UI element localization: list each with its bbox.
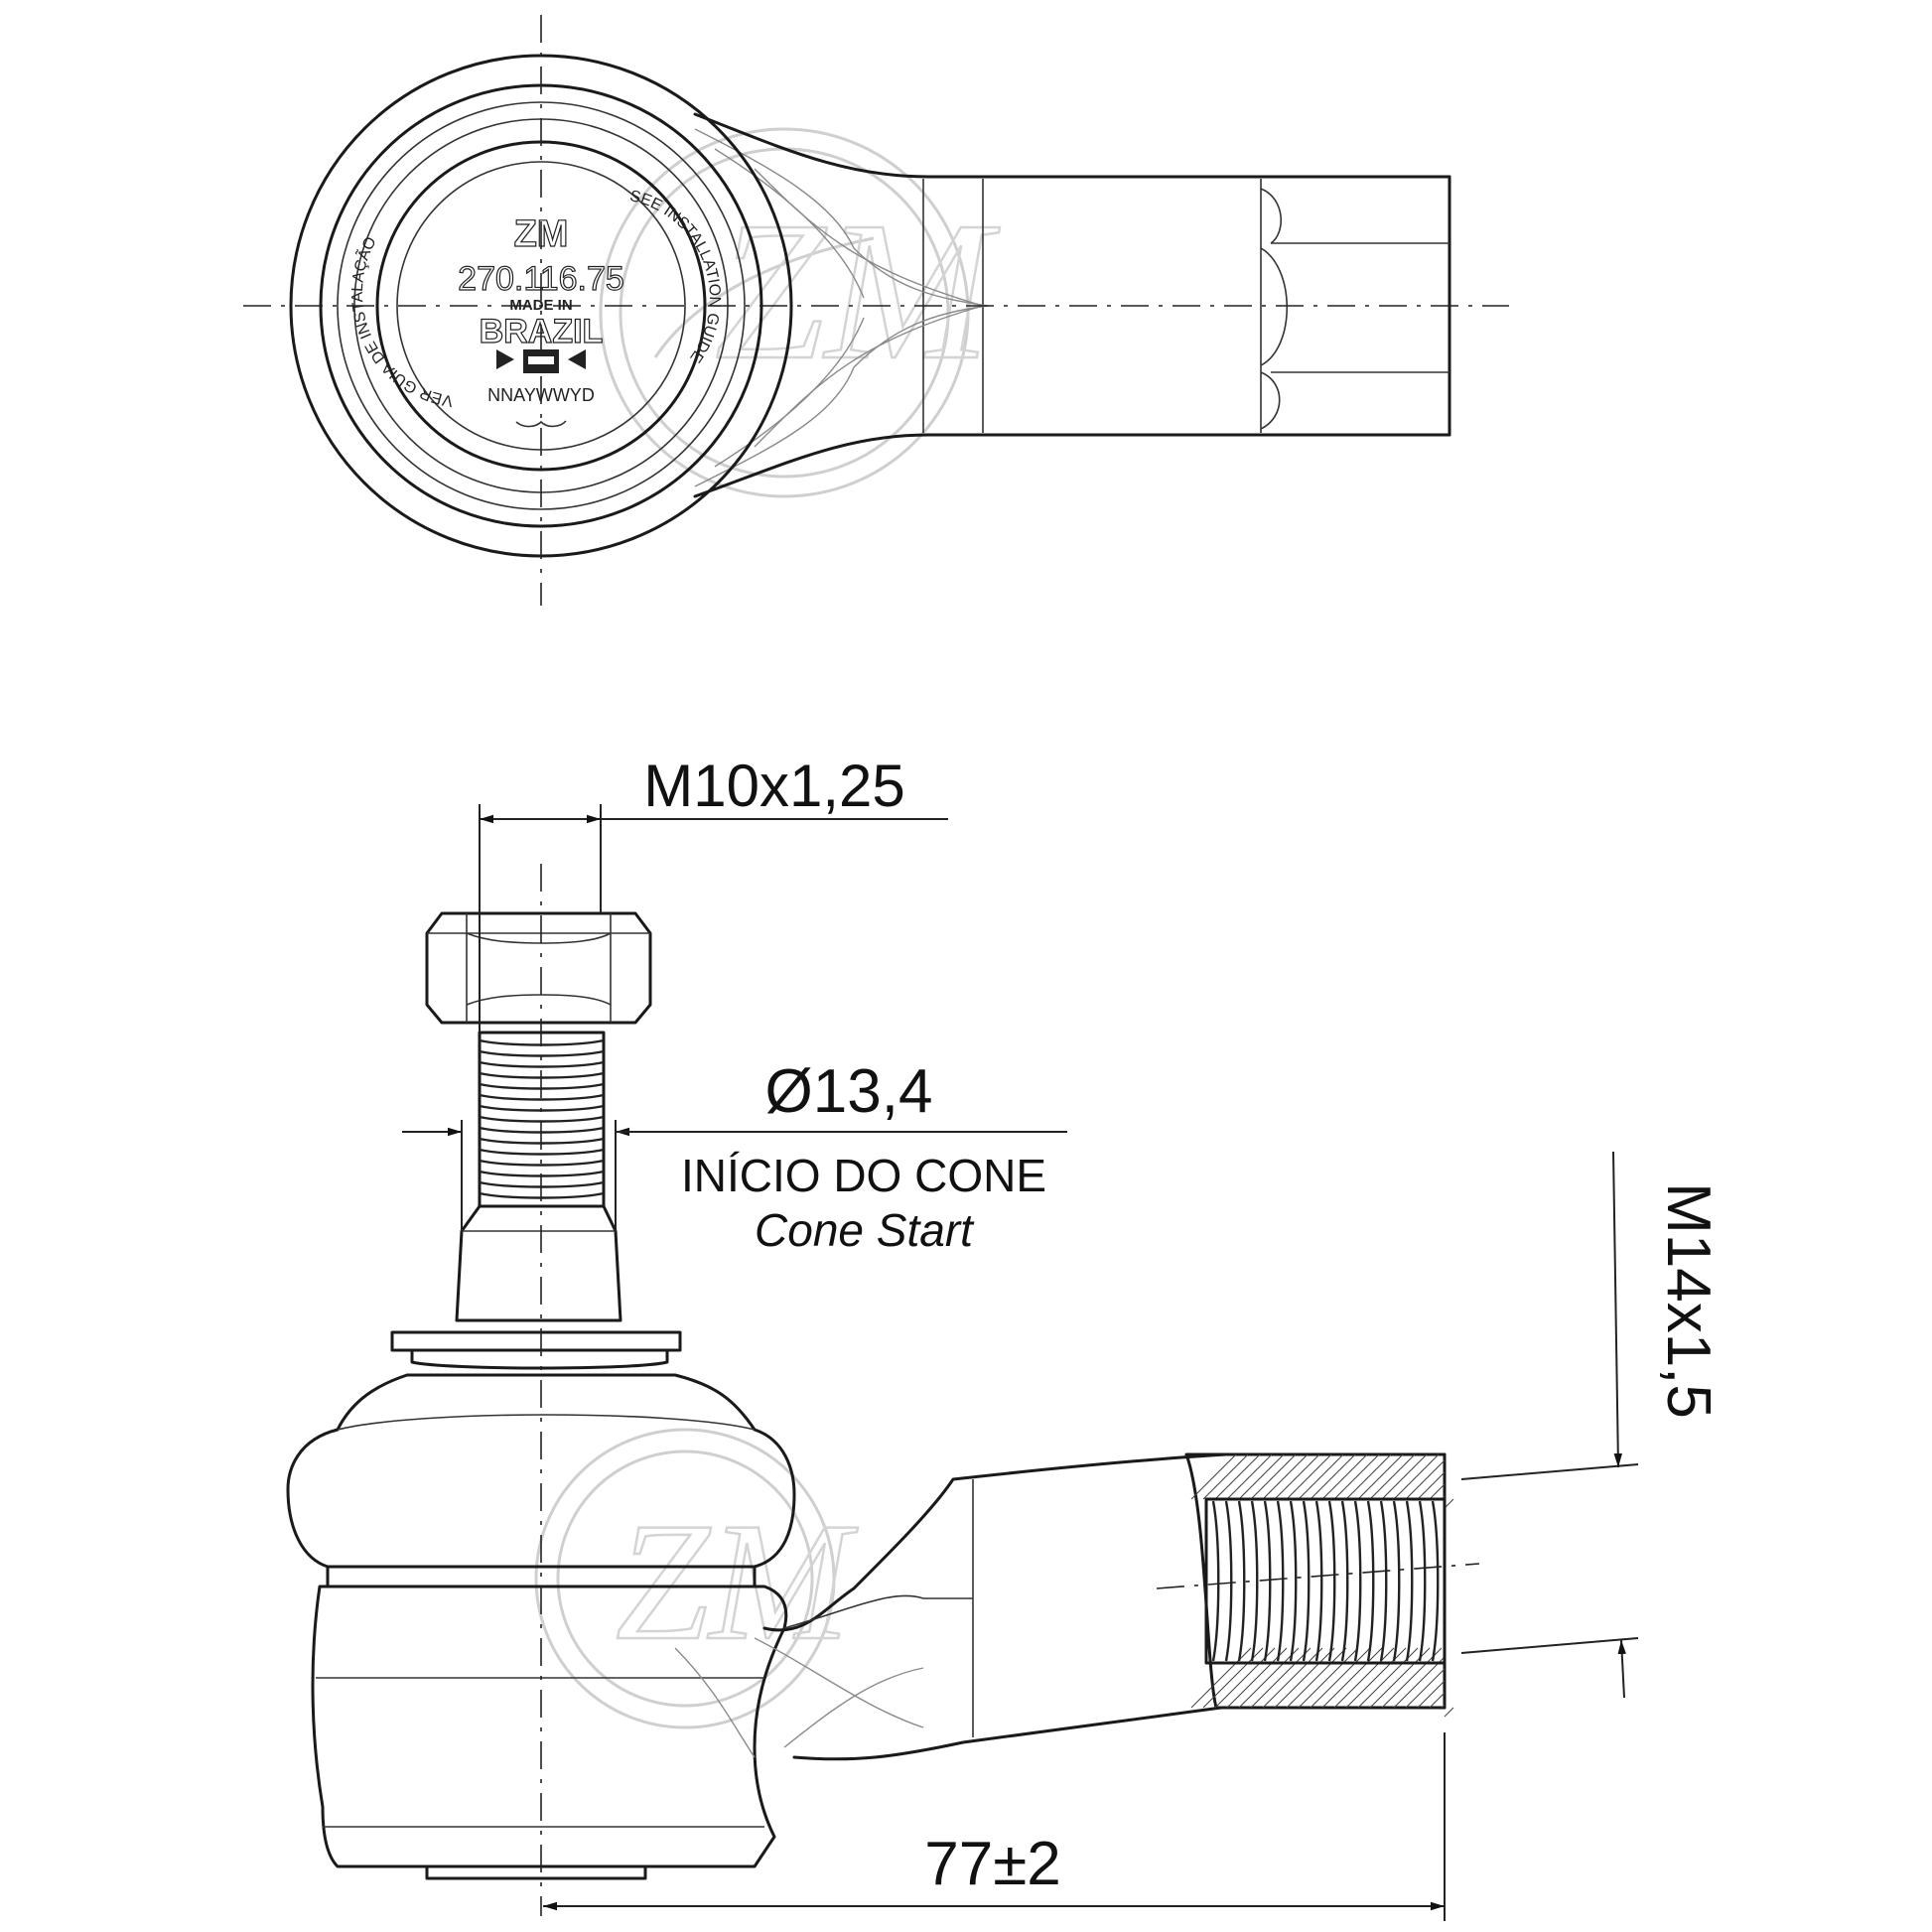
dim-shank-thread: M14x1,5 xyxy=(1460,1151,1723,1699)
svg-text:ZM: ZM xyxy=(616,1488,859,1675)
dim-note-cone-pt: INÍCIO DO CONE xyxy=(681,1150,1046,1201)
stamp-part-number: 270.116.75 xyxy=(458,260,624,298)
stamp-brand: ZM xyxy=(514,213,569,255)
stud-cone xyxy=(455,1204,622,1322)
dim-label-cone-diameter: Ø13,4 xyxy=(765,1057,933,1126)
dim-stud-thread: M10x1,25 xyxy=(479,753,948,1033)
shank-thread-section xyxy=(1184,1452,1454,1718)
dim-cone-diameter: Ø13,4 INÍCIO DO CONE Cone Start xyxy=(402,1057,1067,1256)
nut xyxy=(425,911,652,1025)
part-stamp: ZM 270.116.75 MADE IN BRAZIL NNAYWWYD VE… xyxy=(349,188,723,428)
dim-label-stud-thread: M10x1,25 xyxy=(643,753,905,819)
dim-note-cone-en: Cone Start xyxy=(755,1204,975,1256)
svg-text:ZM: ZM xyxy=(715,182,1000,401)
stamp-ring-right: SEE INSTALLATION GUIDE xyxy=(628,188,723,365)
washer xyxy=(390,1330,682,1352)
side-view xyxy=(286,864,1480,1916)
watermark-bottom: ZM xyxy=(534,1428,860,1729)
stamp-made-in: MADE IN xyxy=(509,297,572,314)
dim-label-shank-thread: M14x1,5 xyxy=(1654,1182,1723,1419)
stamp-mark-icon xyxy=(515,420,567,428)
dim-length: 77±2 xyxy=(543,1732,1446,1921)
stamp-logo-icon xyxy=(496,349,586,373)
arm-side xyxy=(762,1452,1447,1761)
stamp-date-code: NNAYWWYD xyxy=(487,385,595,405)
stamp-ring-left: VER GUIA DE INSTALAÇÃO xyxy=(349,234,455,409)
dim-label-length: 77±2 xyxy=(924,1830,1060,1898)
stamp-country: BRAZIL xyxy=(480,313,604,350)
watermark-top: ZM xyxy=(599,127,1001,498)
housing-side xyxy=(311,1585,788,1868)
